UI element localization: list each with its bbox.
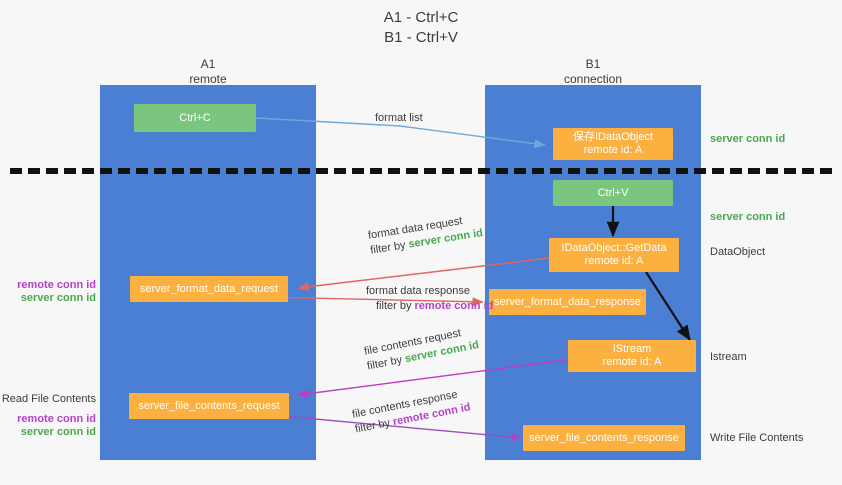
annotation-dataobject: DataObject xyxy=(710,246,766,258)
lane-a1-sub: remote xyxy=(189,72,227,86)
node-idataobject-getdata[interactable]: IDataObject::GetData remote id: A xyxy=(549,238,679,272)
node-getdata-id: remote id: A xyxy=(584,255,644,267)
annotation-server-conn-id-2: server conn id xyxy=(0,425,96,439)
caption-file-contents-request: file contents request filter by server c… xyxy=(363,323,480,374)
title-line-1: A1 - Ctrl+C xyxy=(383,9,459,26)
node-ctrl-v[interactable]: Ctrl+V xyxy=(553,180,673,206)
node-istream[interactable]: IStream remote id: A xyxy=(568,340,696,372)
annotation-remote-conn-id-1-text: remote conn id xyxy=(17,279,96,291)
lane-b1-name: B1 xyxy=(585,57,601,71)
caption-format-list: format list xyxy=(375,111,423,126)
annotation-write-file-contents: Write File Contents xyxy=(710,432,804,444)
node-server-file-contents-response-label: server_file_contents_response xyxy=(529,431,679,444)
node-server-file-contents-response[interactable]: server_file_contents_response xyxy=(523,425,685,451)
node-getdata-label: IDataObject::GetData xyxy=(561,242,667,254)
lane-header-b1: B1 connection xyxy=(493,57,693,87)
node-server-file-contents-request[interactable]: server_file_contents_request xyxy=(129,393,289,419)
phase-separator xyxy=(10,168,832,174)
title-line-2: B1 - Ctrl+V xyxy=(384,29,458,46)
caption-format-data-response: format data response filter by remote co… xyxy=(366,284,493,314)
annotation-remote-conn-id-2: remote conn id xyxy=(0,412,96,426)
caption-format-data-request: format data request filter by server con… xyxy=(367,211,484,258)
node-server-format-data-request[interactable]: server_format_data_request xyxy=(130,276,288,302)
annotation-server-conn-id-2-text: server conn id xyxy=(20,426,96,438)
caption-fdres-token: remote conn id xyxy=(414,300,494,312)
lane-b1-sub: connection xyxy=(563,72,623,86)
annotation-remote-conn-id-1: remote conn id xyxy=(0,278,96,292)
caption-format-data-response-line2: filter by remote conn id xyxy=(366,299,493,314)
node-ctrl-v-label: Ctrl+V xyxy=(597,186,629,199)
annotation-server-conn-id-1-text: server conn id xyxy=(20,292,96,304)
annotation-remote-conn-id-2-text: remote conn id xyxy=(17,413,96,425)
node-save-idataobject-label: 保存IDataObject xyxy=(572,131,654,143)
caption-fdres-prefix: filter by xyxy=(376,300,415,312)
annotation-server-conn-id-mid: server conn id xyxy=(710,211,786,223)
node-save-idataobject-id: remote id: A xyxy=(583,144,643,156)
caption-format-list-line1: format list xyxy=(375,112,423,124)
page-title: A1 - Ctrl+C B1 - Ctrl+V xyxy=(0,8,842,48)
node-save-idataobject[interactable]: 保存IDataObject remote id: A xyxy=(553,128,673,160)
node-server-file-contents-request-label: server_file_contents_request xyxy=(138,399,280,412)
node-ctrl-c[interactable]: Ctrl+C xyxy=(134,104,256,132)
node-ctrl-c-label: Ctrl+C xyxy=(179,111,211,124)
node-server-format-data-response[interactable]: server_format_data_response xyxy=(489,289,646,315)
annotation-read-file-contents: Read File Contents xyxy=(1,393,96,405)
lane-header-a1: A1 remote xyxy=(108,57,308,87)
caption-format-data-response-line1: format data response xyxy=(366,285,470,297)
annotation-server-conn-id-1: server conn id xyxy=(0,291,96,305)
annotation-istream: Istream xyxy=(710,351,747,363)
node-istream-label: IStream xyxy=(612,343,652,355)
node-server-format-data-response-label: server_format_data_response xyxy=(494,295,641,308)
annotation-server-conn-id-top: server conn id xyxy=(710,133,786,145)
caption-file-contents-response: file contents response filter by remote … xyxy=(351,386,472,438)
lane-a1-name: A1 xyxy=(200,57,216,71)
node-server-format-data-request-label: server_format_data_request xyxy=(139,282,279,295)
node-istream-id: remote id: A xyxy=(602,356,662,368)
